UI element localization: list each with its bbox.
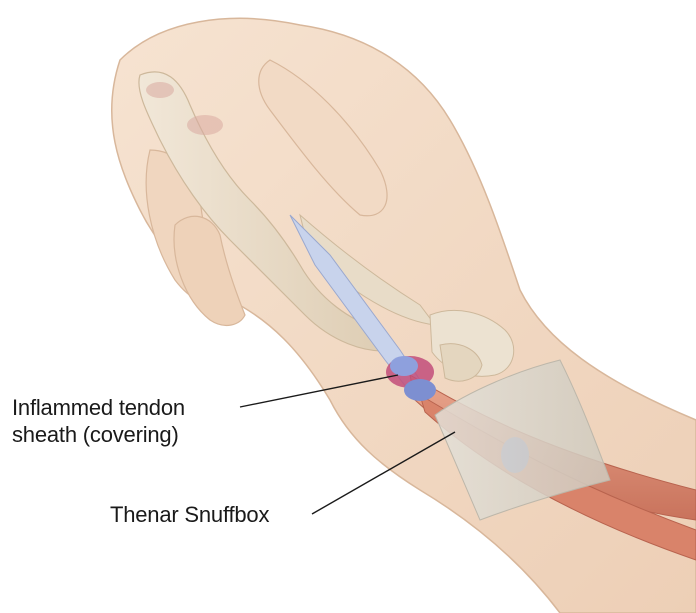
inflamed-sheath-label-line2: sheath (covering) bbox=[12, 421, 185, 448]
inflamed-sheath-label-line1: Inflammed tendon bbox=[12, 394, 185, 421]
thenar-snuffbox-label: Thenar Snuffbox bbox=[110, 501, 269, 528]
inflamed-sheath-label: Inflammed tendon sheath (covering) bbox=[12, 394, 185, 448]
